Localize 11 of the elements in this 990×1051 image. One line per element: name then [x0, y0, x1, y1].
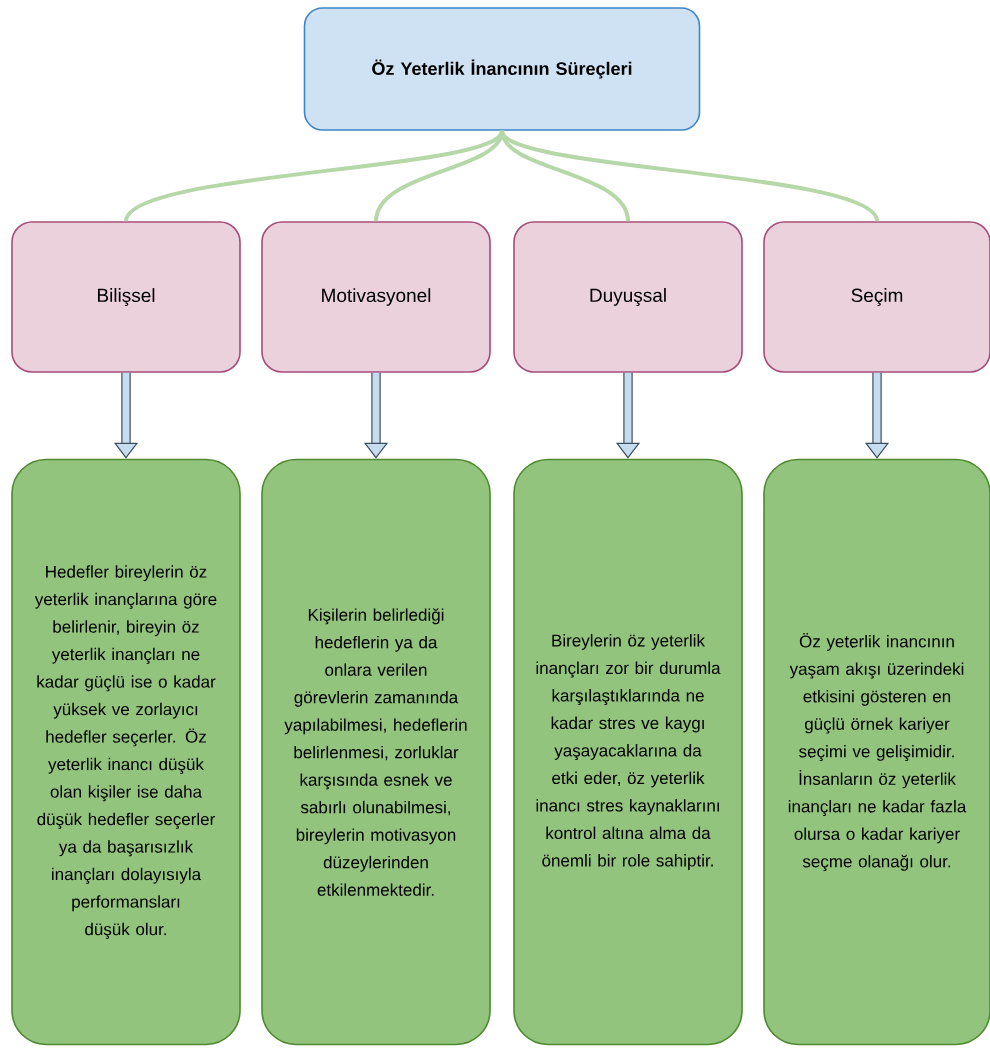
- connector-line: [500, 130, 630, 222]
- category-box: Bilişsel: [11, 221, 241, 373]
- category-box: Duyuşsal: [513, 221, 743, 373]
- category-box: Motivasyonel: [261, 221, 491, 373]
- description-box: Hedefler bireylerin öz yeterlik inançlarına göre belirlenir, bireyin öz yeterlik inançları ne kadar güçlü ise o kadar yüksek ve zorlayıcı hedefler seçerler. Öz yeterlik inancı düşük olan kişiler ise daha düşük hedefler seçerler ya da başarısızlık inançları dolayısıyla performansları düşük olur.: [11, 458, 241, 1046]
- category-box: Seçim: [763, 221, 990, 373]
- description-box: Öz yeterlik inancının yaşam akışı üzerindeki etkisini gösteren en güçlü örnek kariyer seçimi ve gelişimidir. İnsanların öz yeterlik inançları ne kadar fazla olursa o kadar kariyer seçme olanağı olur.: [763, 458, 990, 1046]
- description-box: Kişilerin belirlediği hedeflerin ya da onlara verilen görevlerin zamanında yapılabilmesi, hedeflerin belirlenmesi, zorluklar karşısında esnek ve sabırlı olunabilmesi, bireylerin motivasyon düzeylerinden etkilenmektedir.: [261, 458, 491, 1046]
- title-box: Öz Yeterlik İnancının Süreçleri: [303, 7, 701, 131]
- description-box: Bireylerin öz yeterlik inançları zor bir durumla karşılaştıklarında ne kadar stres ve kaygı yaşayacaklarına da etki eder, öz yeterlik inancı stres kaynaklarını kontrol altına alma da önemli bir role sahiptir.: [513, 458, 743, 1046]
- connector-line: [500, 129, 879, 223]
